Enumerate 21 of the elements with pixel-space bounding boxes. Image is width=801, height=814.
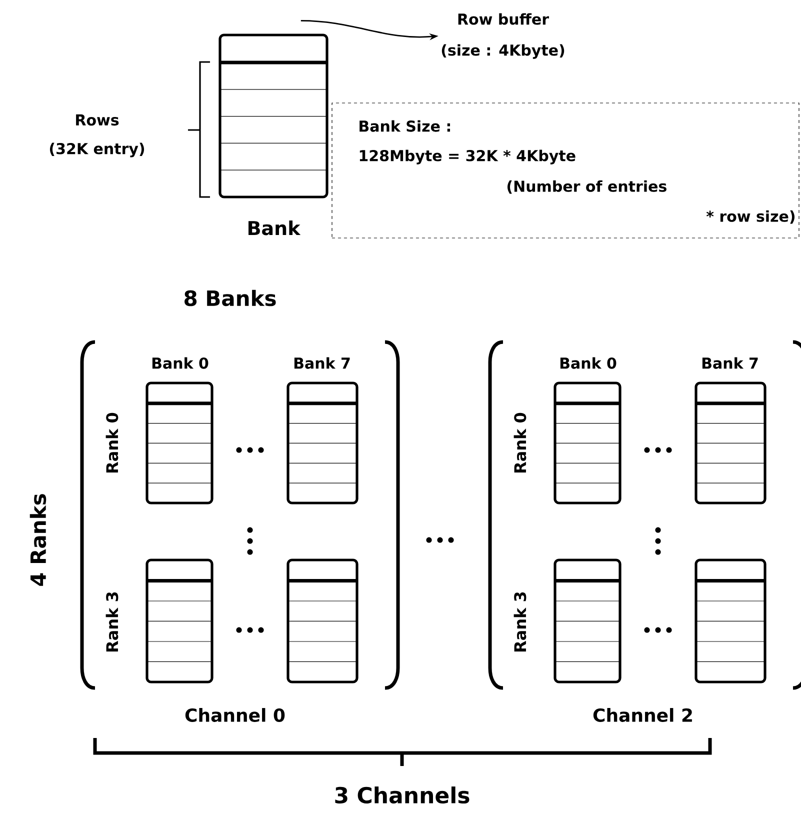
channel-label: Channel 0 (185, 708, 285, 722)
bank-drawing (694, 382, 766, 504)
bank-drawing (146, 382, 214, 504)
bank-drawing (554, 382, 622, 504)
bracket-label: Rows (76, 114, 119, 126)
axis-label: 8 Banks (184, 290, 276, 306)
bank-drawing (286, 382, 358, 504)
bank-label: Bank (248, 220, 301, 236)
callout-text: Row buffer (size : 4Kbyte) (442, 13, 564, 59)
axis-label: 4 Ranks (30, 494, 46, 586)
note-box: Bank Size : 128Mbyte = 32K * 4Kbyte (Number of entries * row size) (332, 102, 800, 238)
bank-drawing (146, 558, 214, 684)
channel-label: Channel 2 (593, 708, 692, 722)
bank-drawing (286, 558, 358, 684)
bank-drawing (554, 558, 622, 684)
row-label: Rank 0 (106, 412, 118, 472)
bracket-label: (32K entry) (50, 142, 144, 158)
row-label: Rank 0 (514, 412, 526, 472)
axis-label: 3 Channels (335, 786, 470, 804)
bank-drawing (218, 34, 328, 198)
bank-drawing (694, 558, 766, 684)
